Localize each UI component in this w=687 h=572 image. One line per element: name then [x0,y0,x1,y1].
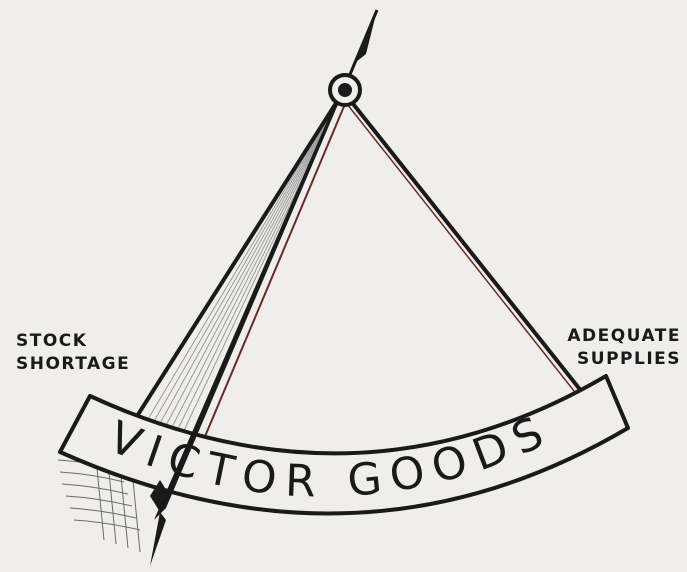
right-accent-line [347,104,578,396]
stock-shortage-label: STOCK SHORTAGE [16,330,130,376]
center-accent-line [190,104,345,472]
right-label-line-1: ADEQUATE [567,325,681,348]
adequate-supplies-label: ADEQUATE SUPPLIES [567,325,681,371]
left-leg-line [118,100,338,446]
right-leg-line [350,100,582,392]
left-label-line-2: SHORTAGE [16,353,130,376]
pivot-circle-icon [330,75,360,105]
left-label-line-1: STOCK [16,330,130,353]
right-label-line-2: SUPPLIES [567,348,681,371]
